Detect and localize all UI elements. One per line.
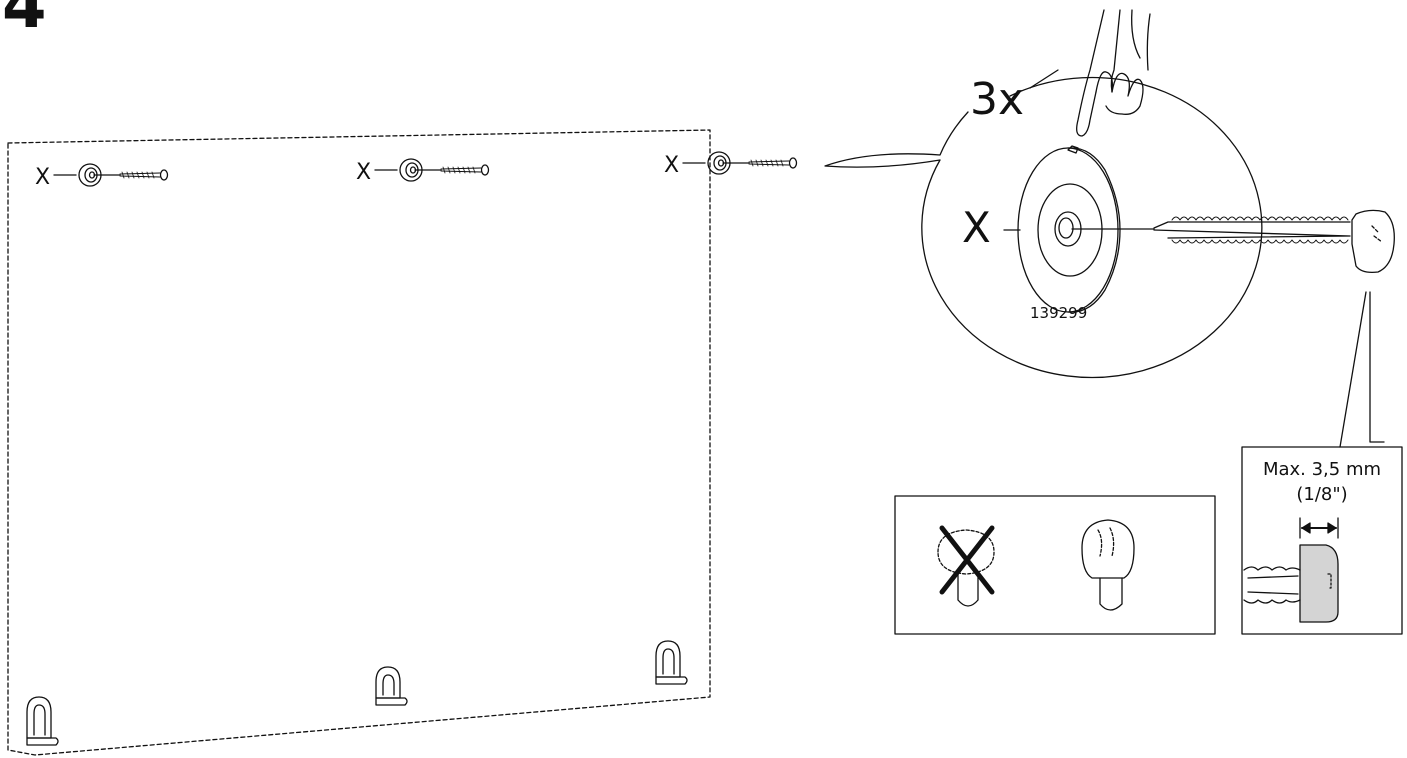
panel-outline bbox=[7, 129, 711, 756]
wall-mount-1: X bbox=[35, 163, 169, 190]
quantity-label: 3x bbox=[970, 74, 1024, 125]
detail-callout-bubble bbox=[824, 76, 1263, 379]
gauge-screw-shank bbox=[1243, 566, 1301, 604]
support-clip-1 bbox=[26, 696, 59, 746]
gauge-max-label: Max. 3,5 mm bbox=[1263, 459, 1381, 480]
step-number: 4 bbox=[2, 0, 47, 43]
wall-mount-3: X bbox=[664, 151, 798, 178]
detail-screw bbox=[1071, 209, 1395, 274]
wall-marker-3: X bbox=[664, 153, 679, 178]
support-clip-3 bbox=[655, 640, 688, 685]
wrong-screw-head-icon bbox=[937, 525, 995, 607]
gauge-screw-head bbox=[1299, 544, 1339, 623]
wall-marker-1: X bbox=[35, 165, 50, 190]
gauge-dimension-arrow bbox=[1299, 517, 1339, 539]
compare-box bbox=[894, 495, 1216, 635]
gauge-box bbox=[1241, 446, 1403, 635]
correct-screw-head-icon bbox=[1081, 519, 1135, 611]
gauge-leader-line bbox=[1339, 291, 1385, 448]
gauge-imperial-label: (1/8") bbox=[1296, 484, 1347, 505]
wall-mount-2: X bbox=[356, 158, 490, 185]
wall-marker-2: X bbox=[356, 160, 371, 185]
detail-marker: X bbox=[962, 203, 991, 252]
support-clip-2 bbox=[375, 666, 408, 706]
pointing-hand-icon bbox=[1076, 9, 1151, 137]
detail-grommet bbox=[1003, 145, 1121, 313]
part-number: 139299 bbox=[1030, 304, 1087, 322]
